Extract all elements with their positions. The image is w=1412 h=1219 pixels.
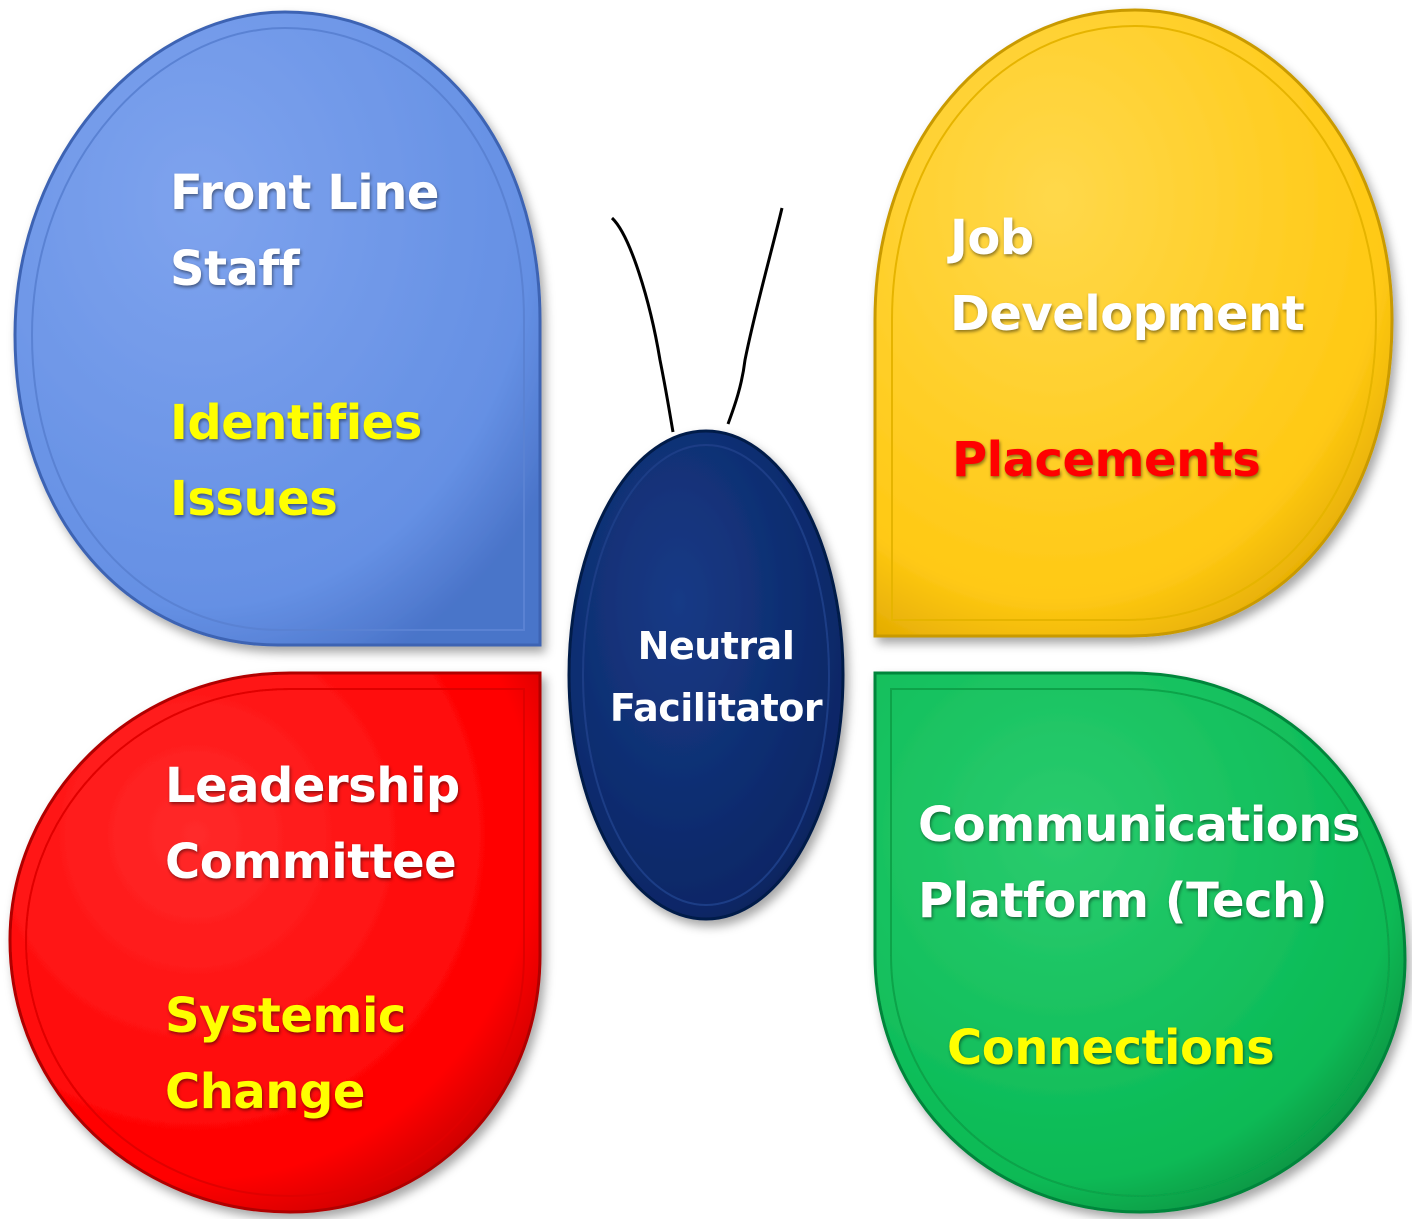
- bottom-right-subtitle: Connections: [947, 1020, 1275, 1076]
- bottom-right-title: Communications Platform (Tech): [918, 797, 1361, 929]
- body-label: Neutral Facilitator: [609, 624, 823, 730]
- top-right-title: Job Development: [950, 210, 1305, 342]
- right-antenna: [726, 207, 784, 425]
- top-left-subtitle: Identifies Issues: [170, 395, 422, 527]
- bottom-left-subtitle: Systemic Change: [165, 988, 406, 1120]
- top-right-subtitle: Placements: [952, 432, 1261, 488]
- wing-bottom-right: [873, 671, 1407, 1214]
- wing-top-right: [873, 8, 1394, 638]
- top-left-title: Front Line Staff: [170, 165, 439, 297]
- wing-top-left: [13, 10, 542, 647]
- wing-bottom-left: [8, 671, 542, 1214]
- left-antenna: [610, 216, 675, 433]
- bottom-left-title: Leadership Committee: [165, 758, 460, 890]
- butterfly-body: [567, 429, 845, 921]
